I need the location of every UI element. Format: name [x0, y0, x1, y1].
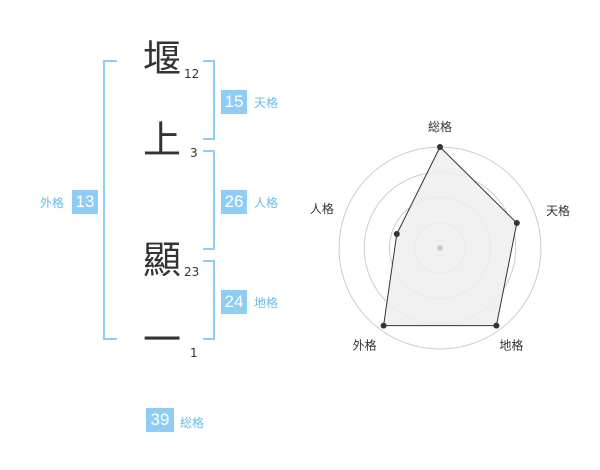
- name-char-3: 顯: [142, 238, 181, 282]
- gaikaku-bracket: [103, 60, 117, 340]
- name-char-4: 一: [142, 318, 181, 362]
- axis-label: 総格: [428, 119, 452, 134]
- jinkaku-badge: 26: [221, 190, 247, 214]
- jinkaku-bracket: [203, 150, 215, 250]
- stroke-count-2: 3: [190, 146, 198, 160]
- stroke-count-4: 1: [190, 346, 198, 360]
- axis-label: 外格: [353, 338, 377, 353]
- radar-series-area: [383, 146, 518, 327]
- chikaku-badge: 24: [221, 290, 247, 314]
- data-point: [437, 144, 443, 150]
- name-char-2: 上: [142, 118, 181, 162]
- stroke-count-3: 23: [184, 265, 200, 279]
- soukaku-label: 総格: [180, 416, 205, 430]
- axis-label: 人格: [310, 201, 334, 216]
- tenkaku-badge: 15: [221, 90, 247, 114]
- data-point: [513, 220, 520, 227]
- radar-center-dot: [437, 245, 443, 251]
- stroke-count-1: 12: [184, 67, 200, 81]
- axis-label: 地格: [499, 338, 523, 353]
- data-point: [393, 230, 400, 237]
- chikaku-bracket: [203, 260, 215, 340]
- tenkaku-label: 天格: [254, 96, 279, 110]
- axis-label: 天格: [546, 203, 570, 218]
- gaikaku-badge: 13: [72, 190, 98, 214]
- soukaku-badge: 39: [146, 408, 174, 432]
- name-char-1: 堰: [142, 37, 181, 81]
- chikaku-label: 地格: [254, 296, 279, 310]
- tenkaku-bracket: [203, 60, 215, 140]
- jinkaku-label: 人格: [254, 196, 279, 210]
- data-point: [493, 322, 500, 329]
- data-point: [380, 322, 387, 329]
- gaikaku-label: 外格: [40, 196, 65, 210]
